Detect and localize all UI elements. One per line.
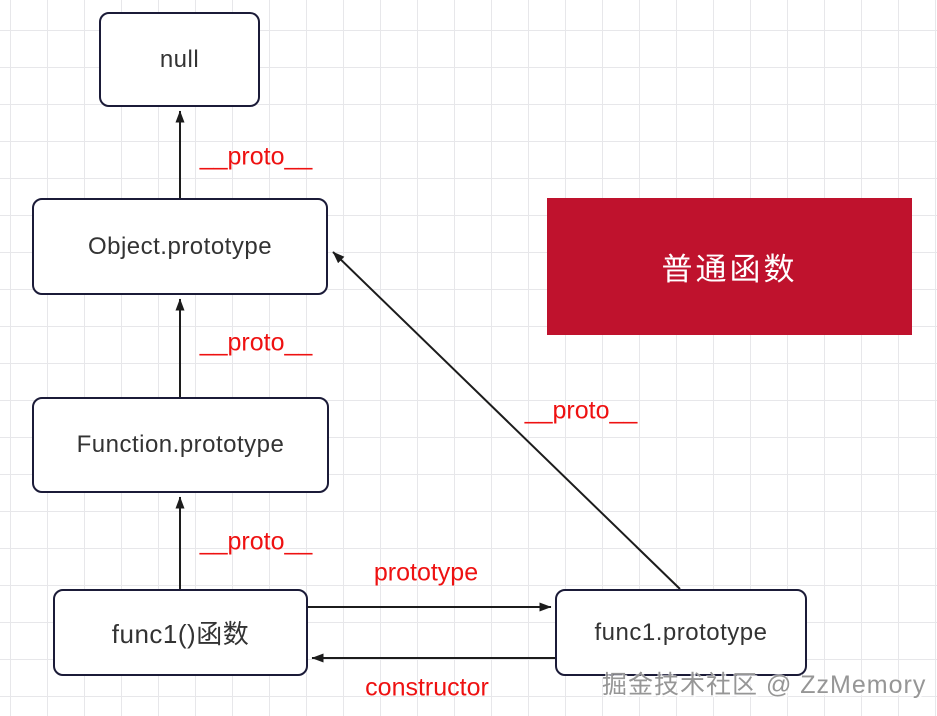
watermark: 掘金技术社区 @ ZzMemory: [602, 671, 927, 699]
node-func1: func1()函数: [53, 589, 308, 676]
node-null-label: null: [159, 45, 200, 73]
node-func1-prototype-label: func1.prototype: [594, 618, 768, 646]
edge-label-prototype: prototype: [373, 558, 479, 587]
node-function-prototype-label: Function.prototype: [76, 431, 285, 458]
edge-label-proto-diagonal: __proto__: [524, 396, 638, 425]
node-null: null: [99, 12, 260, 107]
node-func1-prototype: func1.prototype: [555, 589, 807, 676]
node-function-prototype: Function.prototype: [32, 397, 329, 493]
edge-label-proto-to-object: __proto__: [199, 328, 313, 357]
node-object-prototype-label: Object.prototype: [87, 232, 273, 260]
edge-func1proto-to-object: [332, 251, 681, 590]
edge-label-proto-to-function: __proto__: [199, 527, 313, 556]
edge-label-proto-to-null: __proto__: [199, 142, 313, 171]
banner-ordinary-function: 普通函数: [547, 198, 912, 335]
node-func1-label: func1()函数: [111, 619, 250, 649]
node-object-prototype: Object.prototype: [32, 198, 328, 295]
edge-label-constructor: constructor: [365, 673, 489, 702]
banner-label: 普通函数: [661, 252, 798, 287]
